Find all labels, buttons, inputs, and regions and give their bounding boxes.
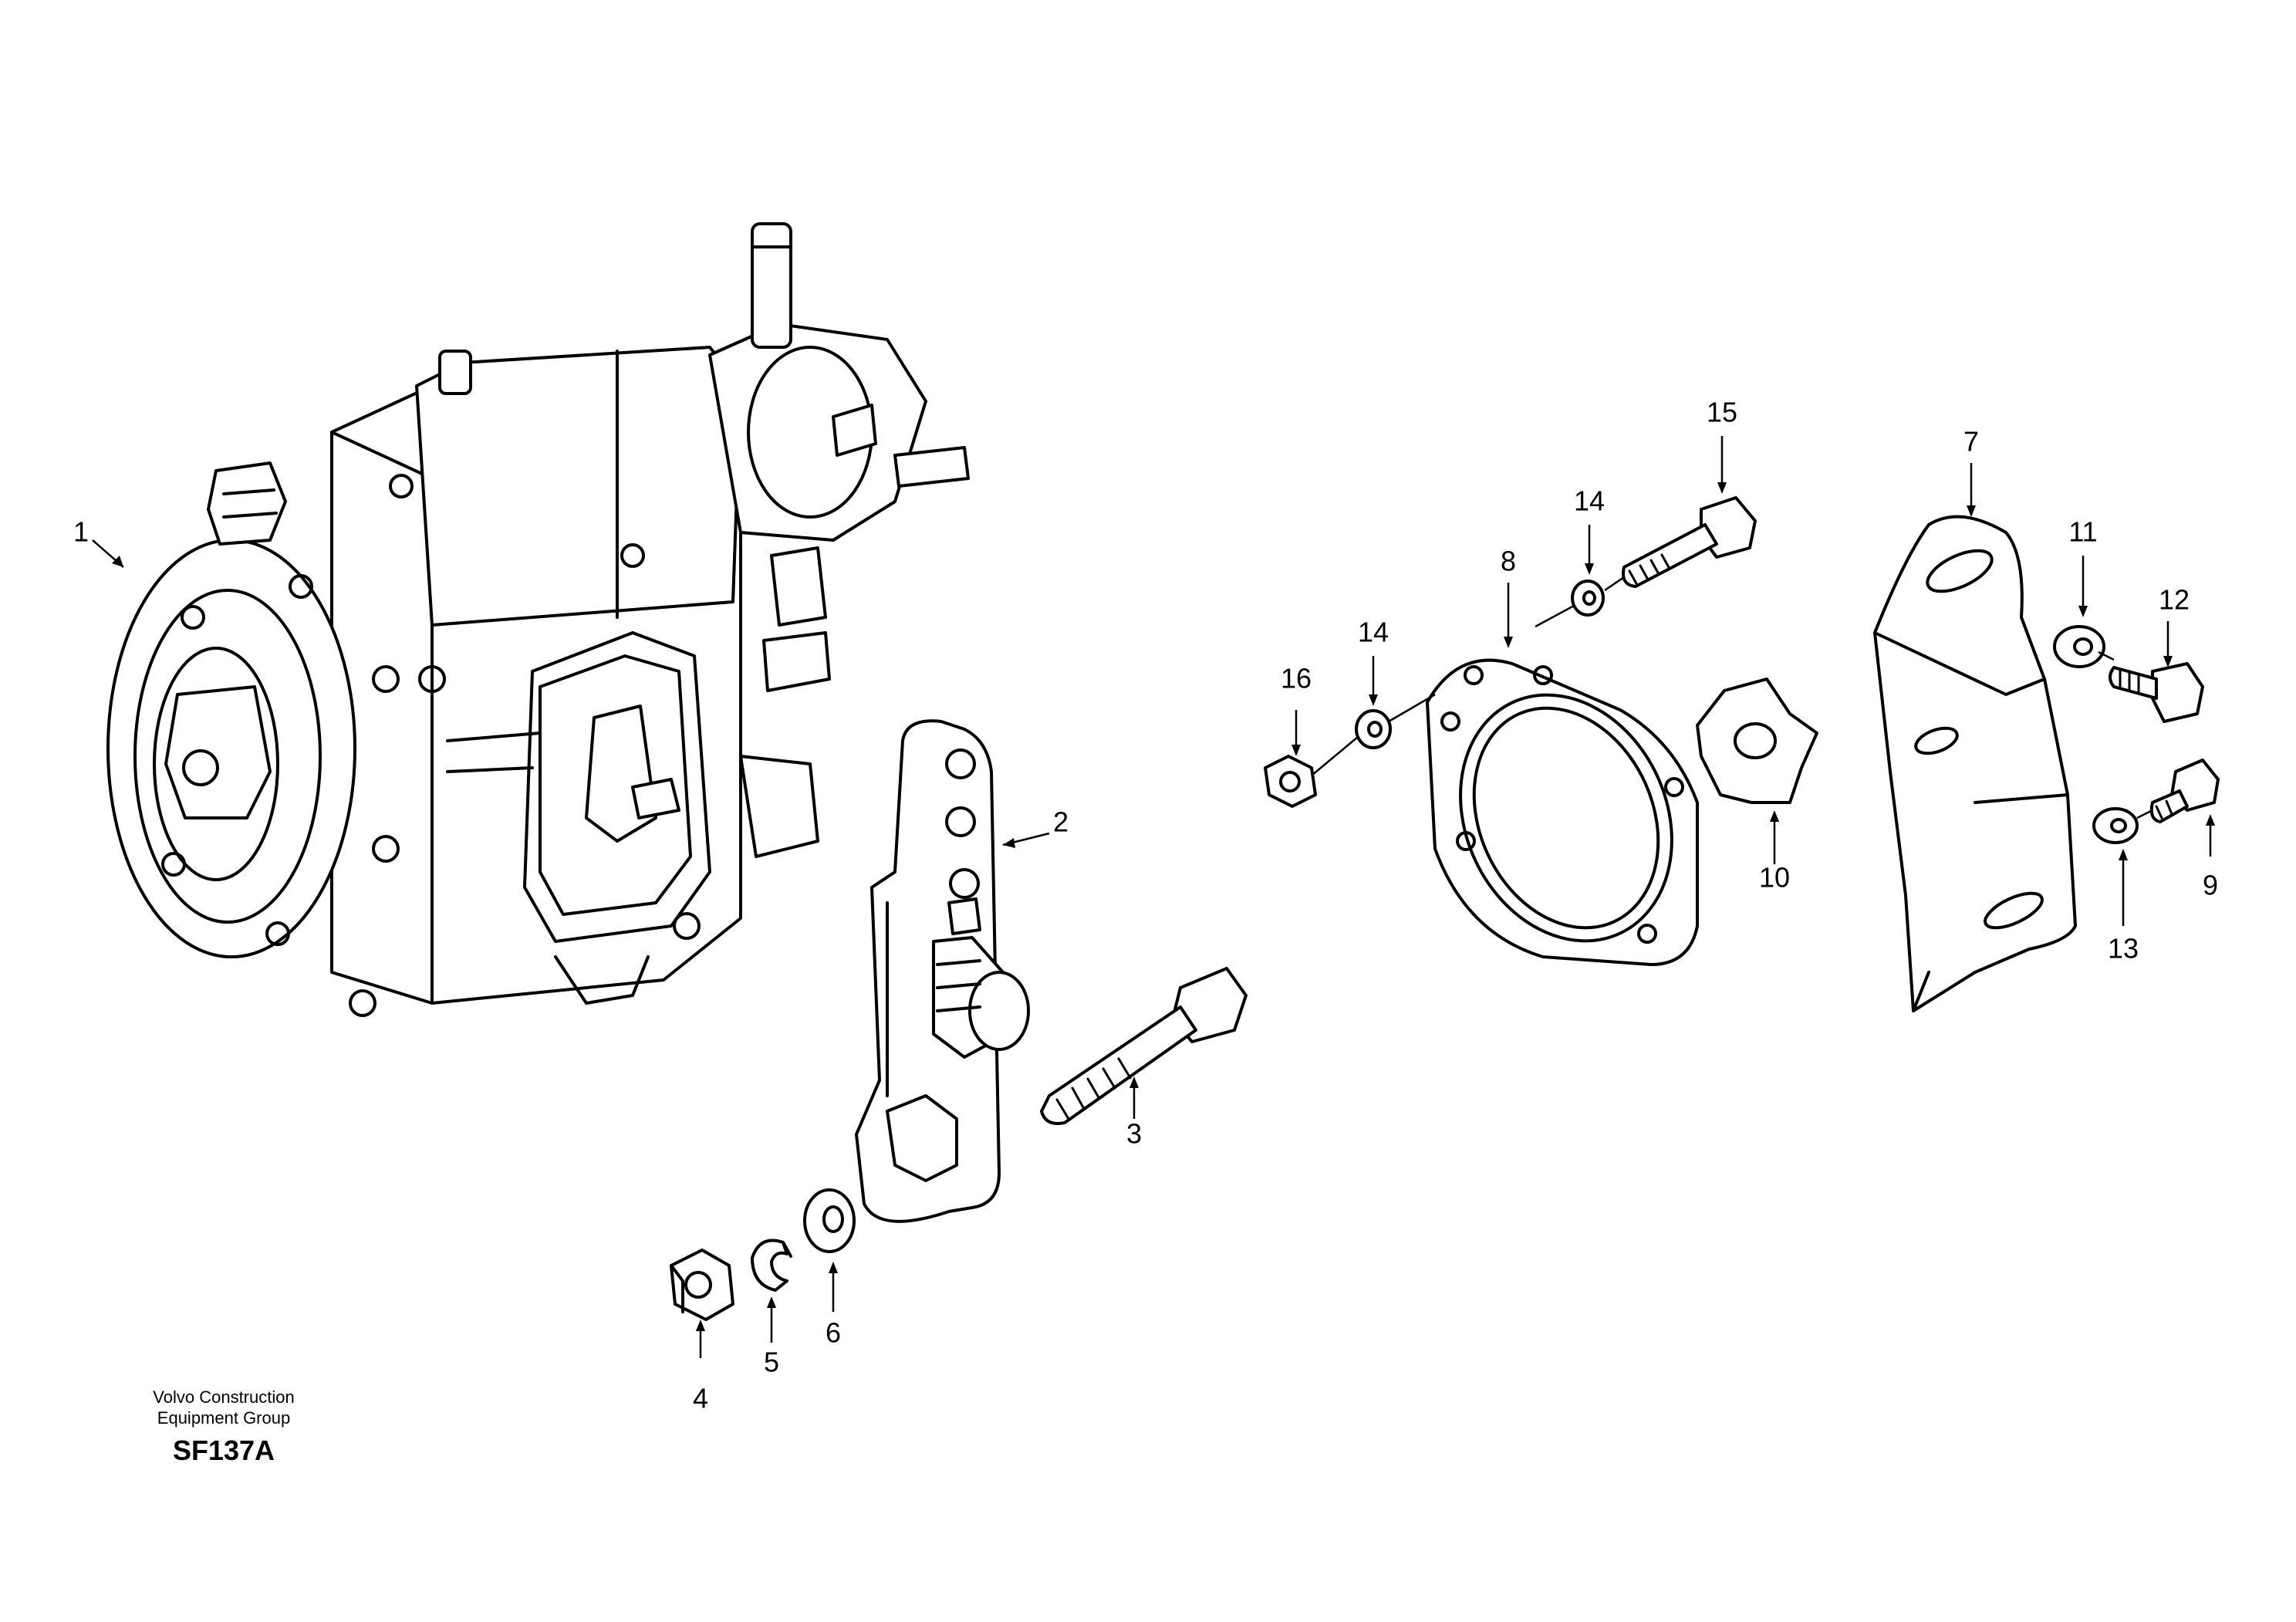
assembly-lines — [1311, 576, 2153, 819]
part-12-bolt — [2109, 662, 2204, 723]
callout-labels: 1 2 3 4 5 6 7 8 9 10 11 12 13 14 14 15 1… — [73, 397, 2218, 1414]
part-4-nut — [670, 1249, 734, 1321]
callout-16: 16 — [1281, 663, 1312, 694]
part-16-nut — [1264, 755, 1317, 808]
callout-14-upper: 14 — [1574, 485, 1605, 517]
callout-7: 7 — [1963, 426, 1979, 458]
part-6-washer — [803, 1188, 856, 1253]
callout-6: 6 — [826, 1317, 841, 1349]
part-5-lock-washer — [751, 1238, 792, 1292]
part-3-bolt — [1040, 967, 1248, 1125]
callout-13: 13 — [2108, 933, 2139, 965]
part-8-gasket-plate — [1426, 658, 1699, 966]
callout-14-lower: 14 — [1358, 617, 1389, 648]
company-name-line1: Volvo Construction — [153, 1387, 294, 1407]
part-11-washer — [2053, 625, 2105, 668]
callout-10: 10 — [1759, 862, 1790, 894]
callout-12: 12 — [2159, 584, 2190, 616]
part-7-bracket — [1873, 515, 2077, 1012]
part-2-lever-plate — [855, 719, 1030, 1223]
part-14-washer-lower — [1355, 709, 1392, 749]
part-10-coupling — [1696, 678, 1818, 804]
callout-15: 15 — [1707, 397, 1737, 428]
callout-3: 3 — [1126, 1118, 1142, 1150]
callout-9: 9 — [2203, 870, 2218, 901]
company-name-line2: Equipment Group — [157, 1408, 290, 1428]
callout-4: 4 — [693, 1383, 708, 1414]
part-13-washer — [2092, 807, 2139, 844]
callout-1: 1 — [73, 516, 89, 548]
leader-arrows — [92, 436, 2215, 1358]
figure-code: SF137A — [173, 1434, 275, 1466]
part-15-bolt — [1622, 496, 1757, 588]
callout-2: 2 — [1053, 806, 1069, 838]
part-14-washer-upper — [1571, 580, 1605, 617]
part-1-injection-pump — [106, 222, 970, 1017]
callout-8: 8 — [1501, 546, 1516, 577]
part-9-bolt — [2149, 759, 2220, 823]
callout-5: 5 — [764, 1347, 779, 1378]
callout-11: 11 — [2068, 516, 2097, 548]
footer: Volvo Construction Equipment Group SF137… — [153, 1387, 294, 1466]
